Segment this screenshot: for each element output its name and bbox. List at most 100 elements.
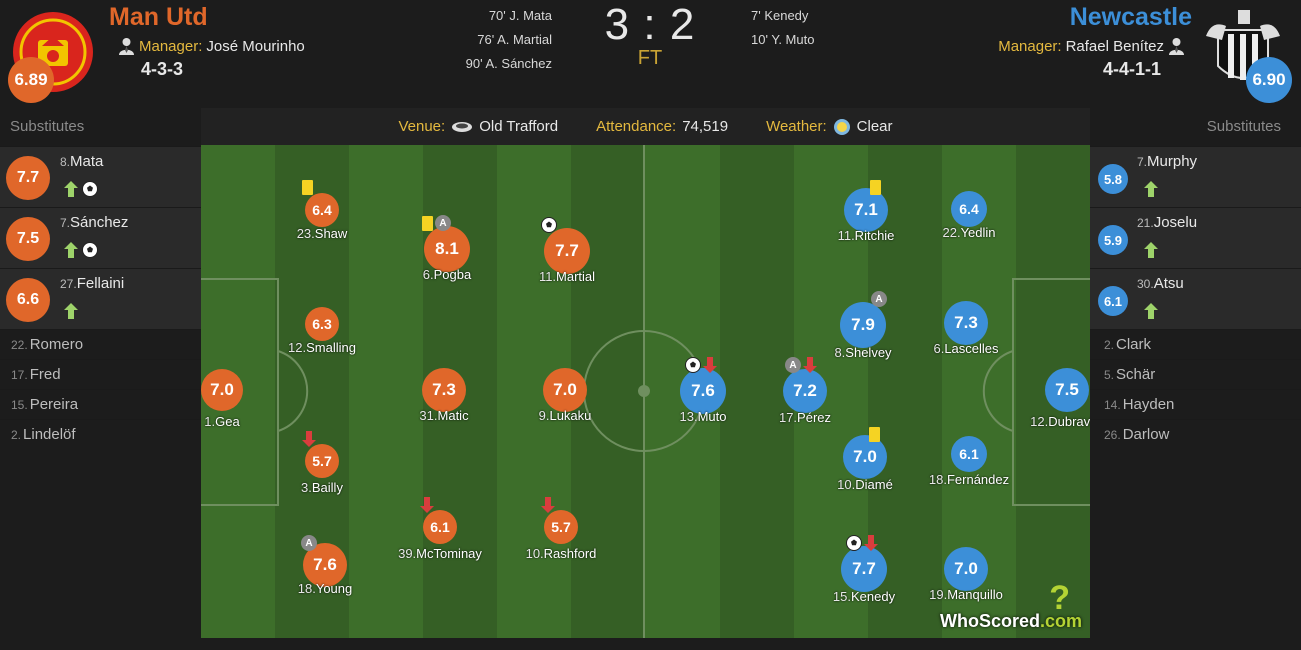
match-info-bar: Venue: Old Trafford Attendance: 74,519 W… [201,108,1090,145]
player-rating: 7.7 [6,156,50,200]
bench-player-row[interactable]: 17.Fred [0,359,201,389]
player-rating: 7.3 [422,368,466,412]
player-name-text: Pereira [29,396,79,413]
player-rating: 6.6 [6,278,50,322]
shirt-number: 18. [297,581,316,596]
shirt-number: 8. [834,345,846,360]
shirt-number: 7. [60,216,71,230]
player-rating: 7.0 [201,369,243,411]
substitutes-title: Substitutes [1206,118,1281,135]
shirt-number: 9. [538,408,550,423]
bench-player-row[interactable]: 26.Darlow [1090,419,1301,449]
yellow-card-icon [869,427,880,442]
player-rating: 5.7 [544,510,578,544]
away-score: 2 [669,0,696,49]
sub-on-icon [1144,181,1158,197]
home-goal-list: 70' J. Mata 76' A. Martial 90' A. Sánche… [466,4,552,76]
goal-event: 70' J. Mata [488,8,552,23]
player-label: 10.Diamé [837,477,893,492]
player-name-text: Muto [697,409,727,424]
player-rating: 6.4 [951,191,987,227]
captain-icon: A [871,291,887,307]
player-name: 8.Mata [60,153,103,170]
player-name-text: Ritchie [854,228,895,243]
shirt-number: 39. [398,546,417,561]
player-label: 11.Ritchie [838,228,895,243]
player-name-text: Lukaku [549,408,592,423]
whoscored-watermark: WhoScored.com [940,611,1082,632]
player-marker[interactable]: 7.512.Dubravka [1030,368,1090,429]
away-team-rating: 6.90 [1246,57,1292,103]
shirt-number: 2. [11,428,22,442]
player-name-text: Kenedy [850,589,896,604]
player-name: 7.Murphy [1137,153,1197,170]
player-name-text: Mata [70,153,104,170]
shirt-number: 15. [11,398,28,412]
away-goal-list: 7' Kenedy 10' Y. Muto [751,4,814,52]
sub-on-icon [1144,303,1158,319]
player-rating: 7.7 [841,546,887,592]
player-rating: 6.1 [423,510,457,544]
bench-player-row[interactable]: 2.Clark [1090,329,1301,359]
sub-on-icon [1144,242,1158,258]
home-team-name[interactable]: Man Utd [109,3,208,31]
sub-off-icon [302,431,316,447]
event-icons [685,357,717,373]
shirt-number: 10. [837,477,856,492]
goal-icon [846,535,862,551]
player-label: 18.Fernández [929,472,1009,487]
player-name-text: Atsu [1153,275,1184,292]
player-name-text: Martial [556,269,596,284]
manager-person-icon [119,38,134,55]
player-label: 11.Martial [539,269,595,284]
event-icons [1144,242,1158,258]
away-team-name[interactable]: Newcastle [1069,3,1192,31]
bench-player-row[interactable]: 2.Lindelöf [0,419,201,449]
captain-icon: A [785,357,801,373]
substitute-row[interactable]: 7.7 8.Mata [0,146,201,207]
sub-off-icon [803,357,817,373]
yellow-card-icon [870,180,881,195]
player-label: 19.Manquillo [929,587,1003,602]
player-label: 3.Bailly [301,480,343,495]
player-rating: 7.2 [783,369,827,413]
player-name-text: Pogba [433,267,472,282]
weather-label: Weather: [766,118,827,135]
player-label: 18.Young [298,581,352,596]
weather-value: Clear [856,118,893,135]
bench-player-row[interactable]: 15.Pereira [0,389,201,419]
player-name-text: Rashford [543,546,597,561]
bench-player-row[interactable]: 22.Romero [0,329,201,359]
bench-player-row[interactable]: 5.Schär [1090,359,1301,389]
whoscored-logo-icon: ? [1049,579,1070,617]
bench-player-row[interactable]: 14.Hayden [1090,389,1301,419]
player-name-text: Joselu [1153,214,1198,231]
